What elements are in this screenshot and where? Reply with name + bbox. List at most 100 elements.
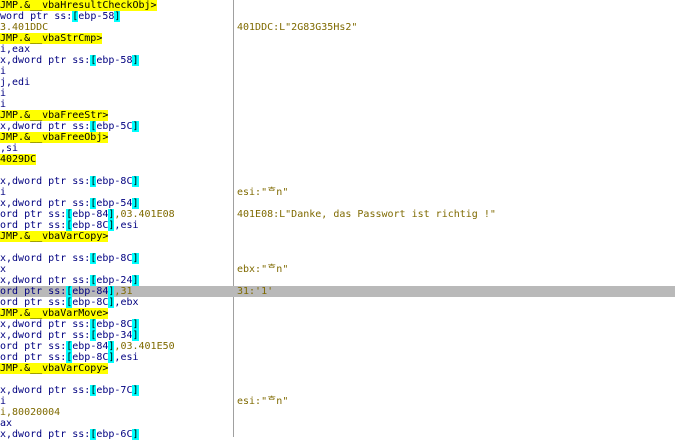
instruction-token: ss: xyxy=(72,121,91,132)
instruction-row[interactable]: 4029DC xyxy=(0,154,675,165)
instruction-token: ss: xyxy=(72,385,91,396)
instruction-row[interactable] xyxy=(0,165,675,176)
instruction-token: ] xyxy=(132,121,139,132)
instruction-row[interactable]: x,dword ptr ss:[ebp-8C] xyxy=(0,253,675,264)
instruction-row[interactable]: word ptr ss:[ebp-58] xyxy=(0,11,675,22)
instruction-row[interactable]: JMP.&__vbaFreeObj> xyxy=(0,132,675,143)
instruction-row[interactable]: i xyxy=(0,88,675,99)
instruction-row[interactable]: JMP.&__vbaVarCopy> xyxy=(0,363,675,374)
instruction-text: x,dword ptr ss:[ebp-8C] xyxy=(0,253,139,264)
instruction-token: [ xyxy=(90,319,97,330)
instruction-token: [ xyxy=(90,330,97,341)
instruction-token: JMP.&__vbaStrCmp> xyxy=(0,33,103,44)
instruction-token: ] xyxy=(108,286,115,297)
instruction-token: ord ptr xyxy=(0,220,49,231)
instruction-row[interactable]: JMP.&__vbaStrCmp> xyxy=(0,33,675,44)
instruction-token: x,dword ptr xyxy=(0,121,73,132)
instruction-token: [ xyxy=(90,198,97,209)
instruction-row[interactable]: i,80020004 xyxy=(0,407,675,418)
instruction-row[interactable]: x,dword ptr ss:[ebp-6C] xyxy=(0,429,675,440)
instruction-row[interactable]: x,dword ptr ss:[ebp-24] xyxy=(0,275,675,286)
instruction-token: ord ptr xyxy=(0,352,49,363)
instruction-token: [ xyxy=(90,121,97,132)
instruction-token: [ xyxy=(90,385,97,396)
instruction-token: [ xyxy=(90,55,97,66)
instruction-token: [ xyxy=(90,253,97,264)
instruction-row[interactable]: x,dword ptr ss:[ebp-58] xyxy=(0,55,675,66)
instruction-row[interactable]: x,dword ptr ss:[ebp-7C] xyxy=(0,385,675,396)
instruction-row[interactable]: x,dword ptr ss:[ebp-8C] xyxy=(0,319,675,330)
instruction-token: ss: xyxy=(48,220,67,231)
instruction-row[interactable]: x,dword ptr ss:[ebp-8C] xyxy=(0,176,675,187)
instruction-row[interactable]: x,dword ptr ss:[ebp-54] xyxy=(0,198,675,209)
instruction-token: ss: xyxy=(72,275,91,286)
instruction-text: i xyxy=(0,187,6,198)
instruction-row[interactable]: x,dword ptr ss:[ebp-5C] xyxy=(0,121,675,132)
instruction-row[interactable]: JMP.&__vbaHresultCheckObj> xyxy=(0,0,675,11)
instruction-token: [ xyxy=(90,176,97,187)
comment-text: 401E08:L"Danke, das Passwort ist richtig… xyxy=(237,209,496,220)
instruction-row[interactable]: ax xyxy=(0,418,675,429)
instruction-token: ,esi xyxy=(114,220,139,231)
instruction-token: ss: xyxy=(72,429,91,440)
instruction-token: ax xyxy=(0,418,13,429)
instruction-token: ord ptr xyxy=(0,341,49,352)
instruction-text: x,dword ptr ss:[ebp-54] xyxy=(0,198,139,209)
instruction-token: ebp-8C xyxy=(72,352,109,363)
instruction-row[interactable]: JMP.&__vbaFreeStr> xyxy=(0,110,675,121)
instruction-text: JMP.&__vbaFreeObj> xyxy=(0,132,109,143)
instruction-token: ] xyxy=(108,352,115,363)
instruction-text: ord ptr ss:[ebp-8C],esi xyxy=(0,352,139,363)
instruction-row[interactable]: ord ptr ss:[ebp-8C],esi xyxy=(0,352,675,363)
instruction-token: ebp-8C xyxy=(96,176,133,187)
instruction-token: ord ptr xyxy=(0,297,49,308)
instruction-text: i xyxy=(0,66,6,77)
instruction-row[interactable]: i xyxy=(0,66,675,77)
instruction-token: JMP.&__vbaFreeObj> xyxy=(0,132,109,143)
instruction-row[interactable]: ,si xyxy=(0,143,675,154)
instruction-token: ebp-58 xyxy=(96,55,133,66)
instruction-token: ] xyxy=(108,341,115,352)
instruction-row[interactable]: ord ptr ss:[ebp-8C],ebx xyxy=(0,297,675,308)
instruction-text: i,eax xyxy=(0,44,30,55)
instruction-token: x,dword ptr xyxy=(0,330,73,341)
instruction-token: JMP.&__vbaVarCopy> xyxy=(0,231,109,242)
instruction-token: JMP.&__vbaVarMove> xyxy=(0,308,109,319)
instruction-text: x,dword ptr ss:[ebp-5C] xyxy=(0,121,139,132)
instruction-token: 4029DC xyxy=(0,154,37,165)
instruction-text: x xyxy=(0,264,6,275)
instruction-row[interactable]: x,dword ptr ss:[ebp-34] xyxy=(0,330,675,341)
instruction-text: x,dword ptr ss:[ebp-34] xyxy=(0,330,139,341)
instruction-row[interactable]: JMP.&__vbaVarMove> xyxy=(0,308,675,319)
instruction-token: [ xyxy=(90,275,97,286)
instruction-token: ss: xyxy=(48,297,67,308)
instruction-token: ebp-84 xyxy=(72,286,109,297)
instruction-token: ,si xyxy=(0,143,19,154)
instruction-row[interactable]: i xyxy=(0,99,675,110)
instruction-text: ord ptr ss:[ebp-8C],ebx xyxy=(0,297,139,308)
instruction-row[interactable]: ord ptr ss:[ebp-84],03.401E50 xyxy=(0,341,675,352)
instruction-token: ss: xyxy=(72,198,91,209)
instruction-row[interactable]: i,eax xyxy=(0,44,675,55)
instruction-row[interactable]: JMP.&__vbaVarCopy> xyxy=(0,231,675,242)
instruction-token: JMP.&__vbaHresultCheckObj> xyxy=(0,0,157,11)
instruction-token: ,31 xyxy=(114,286,133,297)
instruction-token: ebp-8C xyxy=(96,319,133,330)
instruction-text: ax xyxy=(0,418,12,429)
instruction-row[interactable]: j,edi xyxy=(0,77,675,88)
instruction-text: JMP.&__vbaVarMove> xyxy=(0,308,109,319)
instruction-text: i xyxy=(0,396,6,407)
comment-text: esi:"ᄒn" xyxy=(237,187,289,198)
instruction-row[interactable]: ord ptr ss:[ebp-8C],esi xyxy=(0,220,675,231)
instruction-row[interactable]: i esi:"ᄒn" xyxy=(0,187,675,198)
instruction-token: ebp-7C xyxy=(96,385,133,396)
instruction-row[interactable] xyxy=(0,242,675,253)
instruction-row[interactable] xyxy=(0,374,675,385)
instruction-token: ebp-6C xyxy=(96,429,133,440)
